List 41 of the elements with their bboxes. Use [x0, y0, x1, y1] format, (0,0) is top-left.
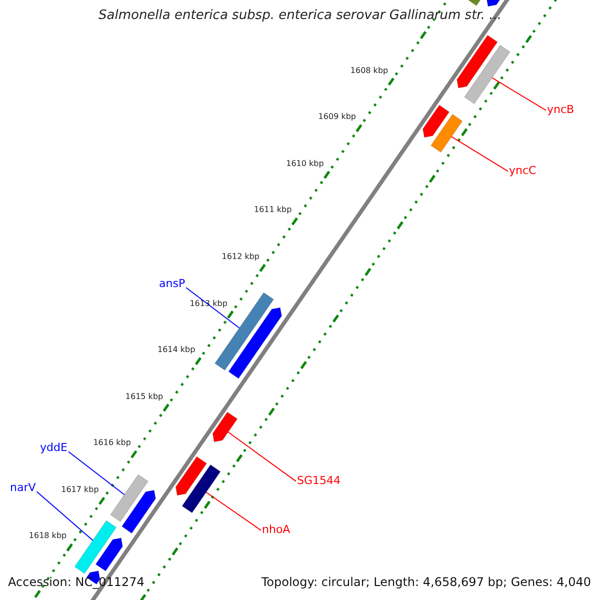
gene-label: yddE — [40, 442, 68, 455]
gene-block — [182, 464, 221, 514]
gene-feature — [212, 412, 238, 442]
footer-note: Accession: NC_011274 — [8, 576, 144, 590]
footer-note: Topology: circular; Length: 4,658,697 bp; Genes: 4,040 — [261, 576, 591, 590]
leader-line — [228, 432, 296, 482]
tick-label: 1610 kbp — [286, 158, 324, 168]
gene-feature — [456, 34, 498, 88]
gene-block — [110, 474, 149, 522]
leader-line — [36, 491, 94, 541]
gene-feature — [121, 490, 156, 534]
tick-label: 1617 kbp — [61, 484, 99, 494]
leader-line — [206, 492, 262, 531]
gene-label: SG1544 — [297, 475, 341, 488]
leader-line — [451, 136, 508, 172]
gene-block — [430, 114, 463, 153]
leader-line — [186, 287, 240, 328]
tick-label: 1618 kbp — [28, 531, 67, 541]
tick-label: 1614 kbp — [158, 345, 196, 354]
tick-label: 1611 kbp — [254, 205, 292, 215]
tick-label: 1612 kbp — [222, 252, 260, 262]
gene-label: ansP — [159, 278, 186, 291]
tick-label: 1608 kbp — [350, 66, 388, 75]
gene-feature — [486, 0, 500, 7]
gene-feature — [422, 104, 450, 138]
gene-block — [74, 520, 117, 574]
gene-feature — [228, 307, 282, 379]
tick-label: 1616 kbp — [93, 438, 131, 448]
tick-label: 1615 kbp — [125, 392, 164, 401]
gene-feature — [95, 538, 123, 572]
gene-label: nhoA — [262, 524, 290, 537]
leader-line — [68, 451, 125, 496]
gene-block — [467, 0, 481, 6]
gene-feature — [175, 456, 208, 496]
gene-block — [214, 292, 274, 371]
tick-label: 1609 kbp — [318, 112, 356, 122]
gene-label: yncB — [547, 104, 574, 117]
leader-line — [492, 77, 546, 111]
gene-block — [464, 44, 510, 104]
gene-label: yncC — [509, 165, 536, 178]
gene-label: narV — [10, 482, 36, 495]
